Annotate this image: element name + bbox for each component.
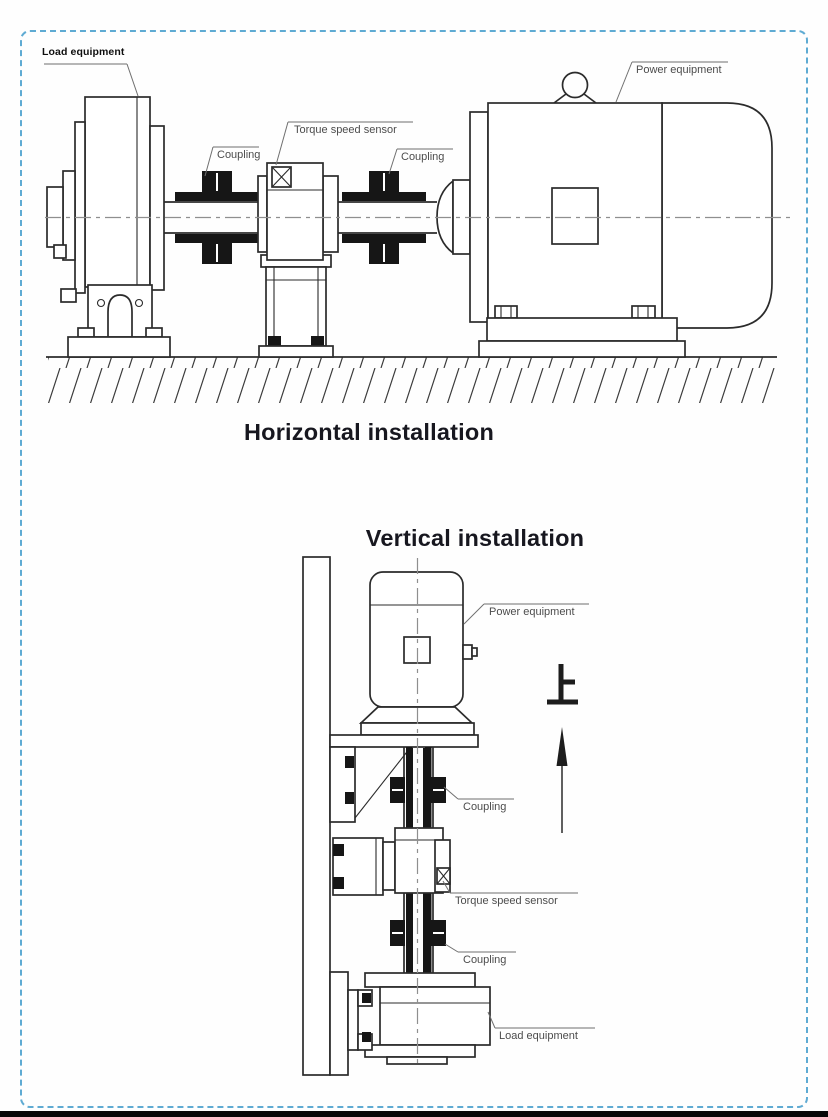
leader-load-equipment-h <box>44 63 139 97</box>
leader-coupling-right-h <box>388 148 453 175</box>
wall-shelf-bracket <box>329 734 479 823</box>
label-load-equipment-h: Load equipment <box>42 46 125 58</box>
power-equipment-motor-v <box>358 571 478 736</box>
load-equipment-machine-v <box>329 971 491 1076</box>
label-torque-speed-sensor-h: Torque speed sensor <box>294 124 397 136</box>
leader-torque-sensor-v <box>442 880 578 894</box>
label-coupling-upper-v: Coupling <box>463 801 507 813</box>
leader-torque-sensor-h <box>275 121 413 166</box>
leader-coupling-lower-v <box>444 943 516 953</box>
label-power-equipment-h: Power equipment <box>636 64 722 76</box>
vertical-diagram <box>302 556 595 1076</box>
bottom-bar <box>0 1111 828 1117</box>
up-character-icon <box>547 664 578 705</box>
torque-speed-sensor-v <box>332 827 451 896</box>
label-torque-speed-sensor-v: Torque speed sensor <box>455 895 558 907</box>
leader-power-equipment-v <box>463 603 589 625</box>
label-load-equipment-v: Load equipment <box>499 1030 578 1042</box>
sensor-connector-icon <box>436 867 451 885</box>
label-coupling-left-h: Coupling <box>217 149 261 161</box>
leader-power-equipment-h <box>615 61 728 103</box>
leader-load-equipment-v <box>487 1011 595 1029</box>
load-equipment-machine <box>46 96 171 358</box>
label-coupling-lower-v: Coupling <box>463 954 507 966</box>
ground-hatch <box>46 356 777 403</box>
label-coupling-right-h: Coupling <box>401 151 445 163</box>
title-horizontal-installation: Horizontal installation <box>243 419 495 445</box>
horizontal-diagram <box>44 61 790 403</box>
leader-coupling-upper-v <box>443 786 514 800</box>
power-equipment-motor-h <box>436 71 773 358</box>
leader-coupling-left-h <box>204 146 259 177</box>
up-arrow-icon <box>556 727 568 833</box>
sensor-connector-icon <box>271 166 292 188</box>
label-power-equipment-v: Power equipment <box>489 606 575 618</box>
title-vertical-installation: Vertical installation <box>365 525 585 551</box>
mounting-wall <box>302 556 331 1076</box>
torque-speed-sensor-h <box>257 162 339 358</box>
